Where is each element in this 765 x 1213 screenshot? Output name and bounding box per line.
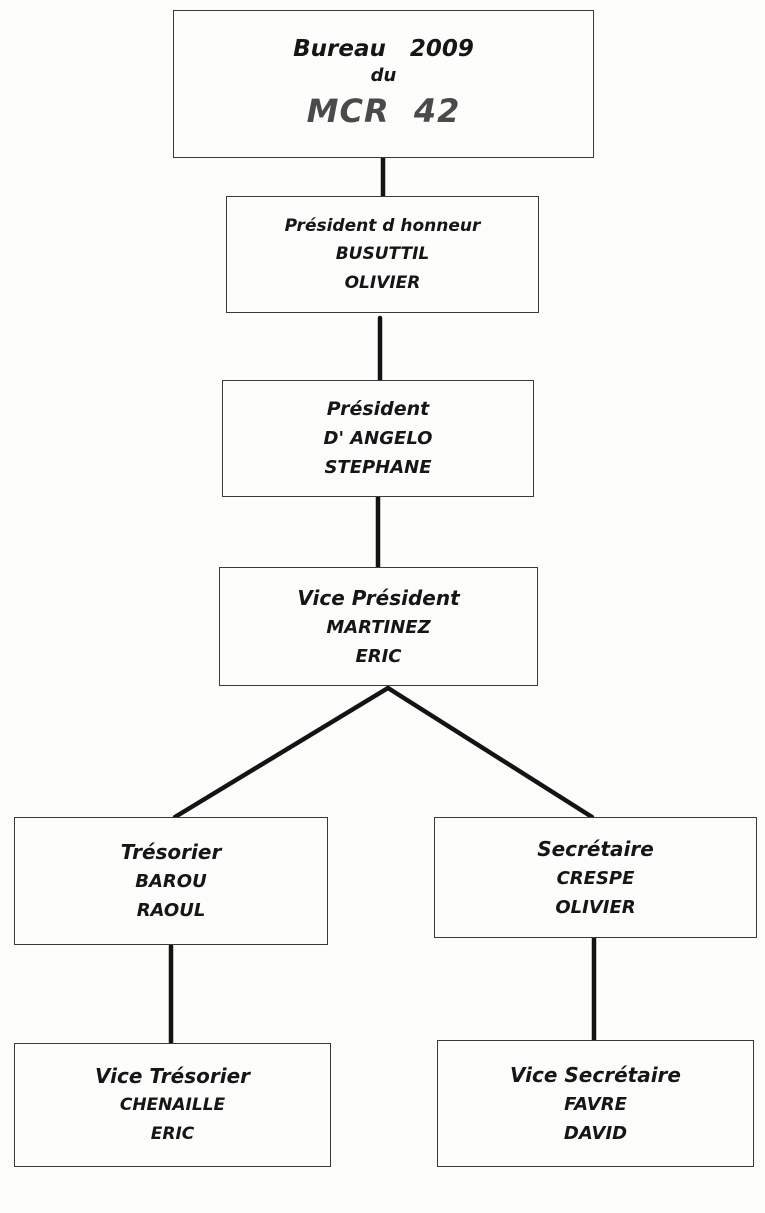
role-label: Secrétaire (537, 836, 654, 861)
link-vice-president-to-secretary (385, 685, 595, 820)
last-name: FAVRE (564, 1093, 627, 1115)
title-box: Bureau 2009 du MCR 42 (173, 10, 594, 158)
title-line-club: MCR 42 (306, 92, 461, 130)
vice-treasurer-box: Vice Trésorier CHENAILLE ERIC (14, 1043, 331, 1167)
first-name: OLIVIER (344, 272, 421, 293)
link-vice-president-to-treasurer (172, 685, 391, 820)
first-name: OLIVIER (555, 896, 636, 918)
title-line-du: du (370, 65, 397, 86)
honorary-president-box: Président d honneur BUSUTTIL OLIVIER (226, 196, 539, 313)
last-name: CHENAILLE (119, 1095, 226, 1115)
role-label: Vice Secrétaire (510, 1062, 681, 1087)
vice-president-box: Vice Président MARTINEZ ERIC (219, 567, 538, 686)
vice-secretary-box: Vice Secrétaire FAVRE DAVID (437, 1040, 754, 1167)
first-name: STEPHANE (324, 457, 432, 478)
first-name: DAVID (563, 1122, 628, 1144)
role-label: Président d honneur (284, 215, 481, 236)
last-name: D' ANGELO (323, 428, 433, 449)
last-name: CRESPE (556, 867, 635, 889)
last-name: BUSUTTIL (335, 243, 430, 264)
first-name: RAOUL (136, 900, 206, 921)
role-label: Trésorier (120, 840, 222, 864)
treasurer-box: Trésorier BAROU RAOUL (14, 817, 328, 945)
role-label: Président (326, 398, 430, 420)
last-name: MARTINEZ (326, 616, 431, 638)
role-label: Vice Trésorier (94, 1064, 251, 1088)
role-label: Vice Président (297, 585, 460, 610)
first-name: ERIC (355, 645, 402, 667)
secretary-box: Secrétaire CRESPE OLIVIER (434, 817, 757, 938)
first-name: ERIC (150, 1124, 195, 1144)
title-line-bureau: Bureau 2009 (293, 36, 474, 62)
president-box: Président D' ANGELO STEPHANE (222, 380, 534, 497)
last-name: BAROU (135, 871, 207, 892)
